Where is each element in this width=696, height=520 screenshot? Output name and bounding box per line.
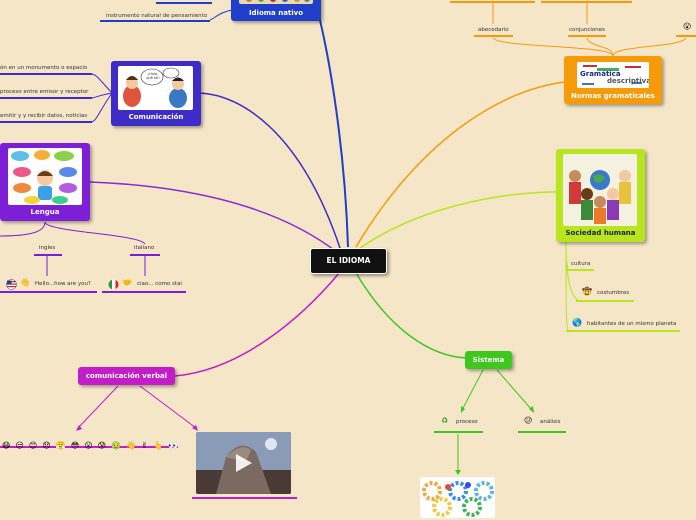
node-normas[interactable]: Gramática descriptiva Normas gramaticale… [564, 56, 662, 104]
normas-image-word-2: descriptiva [607, 77, 649, 85]
node-comunicacion[interactable]: ¡Hola, qué tal! Comunicación [111, 61, 201, 126]
link-lengua [89, 181, 339, 254]
unamused-face-icon: 😒 [15, 441, 24, 450]
root-node[interactable]: EL IDIOMA [310, 248, 387, 274]
mask-face-icon: 😷 [2, 441, 11, 450]
link-sistema [355, 272, 467, 359]
lengua-image [8, 148, 82, 205]
comunicacion-item-3: emitir y y recibir datos, noticias [0, 113, 88, 119]
lengua-ingles-label: ingles [39, 245, 56, 251]
comunicacion-item-1: ón en un monumento o espacio [0, 65, 88, 71]
comunicacion-item-2: proceso entre emisor y receptor [0, 89, 89, 95]
idioma-nativo-label: Idioma nativo [248, 9, 304, 17]
sociedad-image [563, 154, 637, 226]
root-label: EL IDIOMA [326, 256, 371, 265]
idioma-nativo-image [239, 0, 313, 4]
node-comunicacion-verbal[interactable]: comunicación verbal [78, 367, 175, 385]
gears-image [420, 477, 495, 518]
pointing-up-icon: 👆 [153, 441, 164, 450]
people-with-gears-icon [422, 481, 494, 517]
lengua-label: Lengua [30, 208, 60, 216]
emoji-row: 😷 😒 😊 😞 😤 😳 😮 😰 🤢 👋 ✌ 👆 👀 [2, 433, 178, 452]
person-face-icon: 🤠 [582, 287, 592, 296]
italy-flag-icon [108, 279, 119, 292]
nauseated-face-icon: 🤢 [111, 441, 122, 450]
lengua-italiano-label: italiano [134, 245, 155, 251]
comunicacion-image: ¡Hola, qué tal! [118, 66, 193, 110]
link-comunicacion [199, 92, 341, 249]
video-thumbnail[interactable] [196, 432, 291, 494]
speech-bubbles-icon [11, 150, 77, 204]
idioma-nativo-sub: instrumento natural de pensamiento [106, 13, 208, 19]
comunicacion-label: Comunicación [128, 113, 184, 121]
two-people-talking-icon [123, 67, 187, 108]
sistema-item-analisis: análisis [540, 419, 561, 425]
sociedad-label: Sociedad humana [565, 229, 636, 237]
node-sistema[interactable]: Sistema [465, 351, 512, 369]
normas-image-word-1: Gramática [580, 70, 621, 78]
us-flag-icon [6, 279, 17, 292]
flushed-face-icon: 😳 [70, 441, 80, 450]
sociedad-item-cultura: cultura [571, 261, 591, 267]
anxious-face-icon: 😰 [97, 441, 107, 450]
link-comunicacion-verbal [174, 271, 341, 377]
comunicacion-bubble-text: ¡Hola, qué tal! [146, 72, 160, 80]
eyes-icon: 👀 [168, 441, 179, 450]
lengua-ingles-phrase: Hello...how are you? [35, 281, 91, 287]
play-icon[interactable] [233, 453, 253, 473]
surprised-face-icon: 😮 [84, 441, 93, 450]
children-around-globe-icon [569, 170, 631, 224]
waving-hand-icon: 👋 [20, 278, 30, 287]
sistema-label: Sistema [472, 356, 505, 364]
sistema-item-proceso: proceso [456, 419, 478, 425]
handshake-icon: 🤝 [122, 278, 132, 287]
link-idioma-nativo [317, 11, 349, 248]
disappointed-face-icon: 😞 [42, 441, 51, 450]
recycle-icon: ♻ [441, 416, 449, 425]
link-sociedad [359, 191, 557, 249]
globe-icon: 🌎 [572, 318, 582, 327]
angry-face-icon: 😤 [55, 441, 66, 450]
link-normas [355, 81, 566, 248]
waving-hand-icon: 👋 [126, 441, 137, 450]
node-idioma-nativo[interactable]: Idioma nativo [231, 0, 321, 21]
confused-face-icon: 😕 [524, 416, 533, 425]
node-lengua[interactable]: Lengua [0, 143, 90, 221]
victory-hand-icon: ✌ [141, 441, 148, 450]
grammar-word-cloud-icon [577, 62, 649, 88]
normas-item-abecedario: abecedario [478, 27, 509, 33]
node-sociedad[interactable]: Sociedad humana [556, 149, 645, 242]
lengua-italiano-phrase: ciao... como stai [137, 281, 182, 287]
comunicacion-verbal-label: comunicación verbal [85, 372, 168, 380]
normas-label: Normas gramaticales [571, 92, 655, 100]
astonished-face-icon: 😮 [683, 22, 692, 31]
sociedad-item-costumbres: costumbres [597, 290, 630, 296]
smiling-face-icon: 😊 [28, 441, 38, 450]
normas-image: Gramática descriptiva [577, 62, 649, 88]
people-figures-icon [246, 0, 310, 2]
normas-item-conjunciones: conjunciones [569, 27, 606, 33]
sociedad-item-habitantes: habitantes de un mismo planeta [587, 321, 677, 327]
